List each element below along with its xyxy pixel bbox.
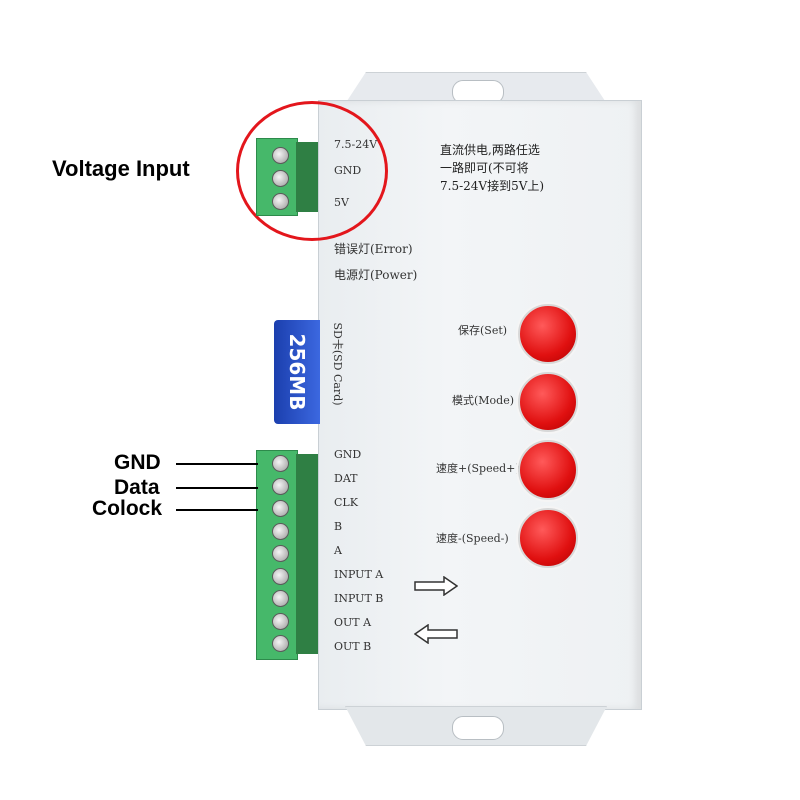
signal-label-a: A <box>334 544 342 557</box>
gnd-pointer-line <box>176 463 258 465</box>
signal-label-dat: DAT <box>334 472 358 485</box>
sd-card-capacity: 256MB <box>285 333 309 411</box>
signal-screw <box>272 612 289 630</box>
speed-down-button[interactable] <box>518 508 578 568</box>
speed-down-button-label: 速度-(Speed-) <box>436 532 509 545</box>
data-annotation: Data <box>114 476 160 499</box>
signal-screw <box>272 522 289 540</box>
signal-screw <box>272 567 289 585</box>
signal-screw <box>272 477 289 495</box>
error-indicator-label: 错误灯(Error) <box>334 242 413 256</box>
data-pointer-line <box>176 487 258 489</box>
power-label-5v: 5V <box>334 196 349 209</box>
signal-label-gnd: GND <box>334 448 362 461</box>
signal-screw <box>272 455 289 472</box>
signal-label-input-a: INPUT A <box>334 568 384 581</box>
signal-screw <box>272 590 289 607</box>
mode-button-label: 模式(Mode) <box>452 394 515 407</box>
power-terminal-side <box>296 142 318 212</box>
signal-screw <box>272 545 289 562</box>
power-note-line-1: 直流供电,两路任选 <box>440 143 540 157</box>
speed-up-button-label: 速度+(Speed+) <box>436 462 520 475</box>
signal-label-input-b: INPUT B <box>334 592 384 605</box>
bottom-mount-slot <box>452 716 504 740</box>
signal-label-b: B <box>334 520 343 533</box>
power-note-line-3: 7.5-24V接到5V上) <box>440 179 545 193</box>
set-button[interactable] <box>518 304 578 364</box>
sd-slot-label: SD卡(SD Card) <box>331 322 344 406</box>
mode-button[interactable] <box>518 372 578 432</box>
power-screw-3 <box>272 193 289 210</box>
clock-annotation: Colock <box>92 497 163 520</box>
clock-pointer-line <box>176 509 258 511</box>
voltage-input-annotation: Voltage Input <box>52 156 190 181</box>
power-screw-1 <box>272 147 289 164</box>
power-indicator-label: 电源灯(Power) <box>334 268 418 282</box>
signal-screw <box>272 500 289 517</box>
power-label-vin: 7.5-24V <box>334 138 378 151</box>
power-note-line-2: 一路即可(不可将 <box>440 161 529 175</box>
arrow-left-icon <box>414 624 458 644</box>
speed-up-button[interactable] <box>518 440 578 500</box>
signal-label-clk: CLK <box>334 496 358 509</box>
voltage-input-highlight-circle <box>236 101 388 241</box>
signal-screw <box>272 635 289 652</box>
signal-label-out-a: OUT A <box>334 616 372 629</box>
set-button-label: 保存(Set) <box>458 324 508 337</box>
arrow-right-icon <box>414 576 458 596</box>
power-label-gnd: GND <box>334 164 362 177</box>
gnd-annotation: GND <box>114 451 161 474</box>
sd-card <box>274 320 320 424</box>
signal-label-out-b: OUT B <box>334 640 372 653</box>
signal-terminal-side <box>296 454 318 654</box>
power-screw-2 <box>272 170 289 187</box>
sd-slot-label-wrap: SD卡(SD Card) <box>326 312 350 416</box>
